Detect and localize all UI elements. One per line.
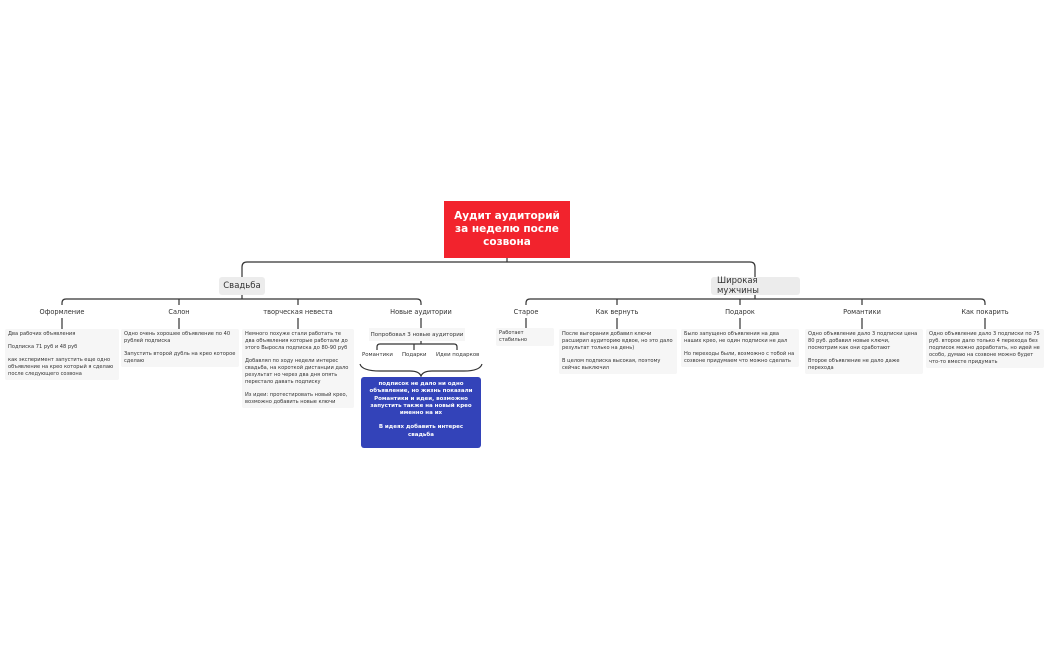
- sub-gift-ideas-label: Идеи подарков: [436, 352, 480, 358]
- summary-text-1: подписок не дало ни одно объявление, но …: [369, 381, 473, 417]
- sub-gift-ideas[interactable]: Идеи подарков: [436, 352, 479, 358]
- connector-right-main: [525, 294, 986, 305]
- connector-root: [241, 258, 756, 278]
- leaf-romantics-note-1: Одно объявление дало 3 подписки цена 80 …: [808, 331, 918, 351]
- leaf-new-audiences-tried-text: Попробовал 3 новые аудитории: [370, 331, 464, 338]
- leaf-how-to-return-note-2: В целом подписка высокая, поэтому сейчас…: [562, 358, 661, 371]
- leaf-romantics[interactable]: Одно объявление дало 3 подписки цена 80 …: [805, 329, 923, 374]
- topic-how-to-conquer-label: Как покарить: [961, 307, 1009, 316]
- leaf-new-audiences-tried[interactable]: Попробовал 3 новые аудитории: [369, 328, 465, 341]
- sub-romantics-label: Романтики: [362, 352, 393, 358]
- topic-romantics[interactable]: Романтики: [840, 305, 884, 318]
- leaf-design-note-2: Подписка 71 руб и 48 руб: [8, 344, 78, 350]
- leaf-gift[interactable]: Было запущено объявления на два наших кр…: [681, 329, 799, 367]
- topic-gift-label: Подарок: [725, 307, 755, 316]
- root-title: Аудит аудиторий за неделю после созвона: [454, 210, 560, 248]
- leaf-gift-note-2: Но переходы были, возможно с тобой на со…: [684, 351, 795, 364]
- topic-design[interactable]: Оформление: [36, 305, 88, 318]
- leaf-how-to-return[interactable]: После выгорания добавил ключи расширил а…: [559, 329, 677, 374]
- topic-old[interactable]: Старое: [510, 305, 542, 318]
- leaf-romantics-note-2: Второе объявление не дало даже перехода: [808, 358, 900, 371]
- topic-creative-bride-label: творческая невеста: [263, 307, 333, 316]
- branch-broad-men-label: Широкая мужчины: [717, 276, 759, 296]
- leaf-salon-note-2: Запустить второй дубль на крео которое с…: [124, 351, 236, 364]
- sub-romantics[interactable]: Романтики: [362, 352, 393, 358]
- topic-how-to-return[interactable]: Как вернуть: [594, 305, 640, 318]
- sub-gifts-label: Подарки: [402, 352, 427, 358]
- leaf-design-note-3: как эксперимент запустить еще одно объяв…: [8, 357, 114, 377]
- topic-new-audiences[interactable]: Новые аудитории: [389, 305, 453, 318]
- topic-how-to-return-label: Как вернуть: [595, 307, 639, 316]
- leaf-creative-bride-note-3: Из идеи: протестировать новый крео, возм…: [245, 392, 348, 405]
- topic-salon-label: Салон: [168, 307, 190, 316]
- leaf-creative-bride-note-1: Немного похуже стали работать те два объ…: [245, 331, 348, 351]
- leaf-how-to-return-note-1: После выгорания добавил ключи расширил а…: [562, 331, 673, 351]
- summary-box[interactable]: подписок не дало ни одно объявление, но …: [361, 377, 481, 448]
- leaf-salon-note-1: Одно очень хорошее объявление по 40 рубл…: [124, 331, 231, 344]
- topic-new-audiences-label: Новые аудитории: [390, 307, 452, 316]
- topic-how-to-conquer[interactable]: Как покарить: [958, 305, 1012, 318]
- leaf-how-to-conquer[interactable]: Одно объявление дало 3 подписки по 75 ру…: [926, 329, 1044, 368]
- topic-creative-bride[interactable]: творческая невеста: [263, 305, 333, 318]
- summary-bracket: [359, 363, 483, 378]
- leaf-how-to-conquer-note-1: Одно объявление дало 3 подписки по 75 ру…: [929, 331, 1040, 365]
- topic-gift[interactable]: Подарок: [723, 305, 757, 318]
- leaf-creative-bride[interactable]: Немного похуже стали работать те два объ…: [242, 329, 354, 408]
- summary-text-2: В идеях добавить интерес свадьба: [378, 424, 464, 438]
- branch-wedding-label: Свадьба: [223, 281, 261, 291]
- connector-leaves: [61, 318, 986, 329]
- connector-left-main: [61, 294, 422, 305]
- leaf-gift-note-1: Было запущено объявления на два наших кр…: [684, 331, 788, 344]
- leaf-design-note-1: Два рабочих объявления: [8, 331, 76, 337]
- topic-old-label: Старое: [513, 307, 539, 316]
- topic-design-label: Оформление: [39, 307, 85, 316]
- topic-salon[interactable]: Салон: [165, 305, 193, 318]
- topic-romantics-label: Романтики: [843, 307, 881, 316]
- leaf-old[interactable]: Работает стабильно: [496, 328, 554, 346]
- root-node[interactable]: Аудит аудиторий за неделю после созвона: [444, 201, 570, 258]
- leaf-old-note-1: Работает стабильно: [499, 330, 528, 343]
- leaf-salon[interactable]: Одно очень хорошее объявление по 40 рубл…: [121, 329, 239, 367]
- branch-broad-men[interactable]: Широкая мужчины: [711, 276, 800, 296]
- leaf-design[interactable]: Два рабочих объявления Подписка 71 руб и…: [5, 329, 119, 380]
- connector-new-audiences: [376, 340, 458, 350]
- branch-wedding[interactable]: Свадьба: [219, 277, 265, 295]
- sub-gifts[interactable]: Подарки: [402, 352, 427, 358]
- leaf-creative-bride-note-2: Добавлял по ходу недели интерес свадьба,…: [245, 358, 349, 385]
